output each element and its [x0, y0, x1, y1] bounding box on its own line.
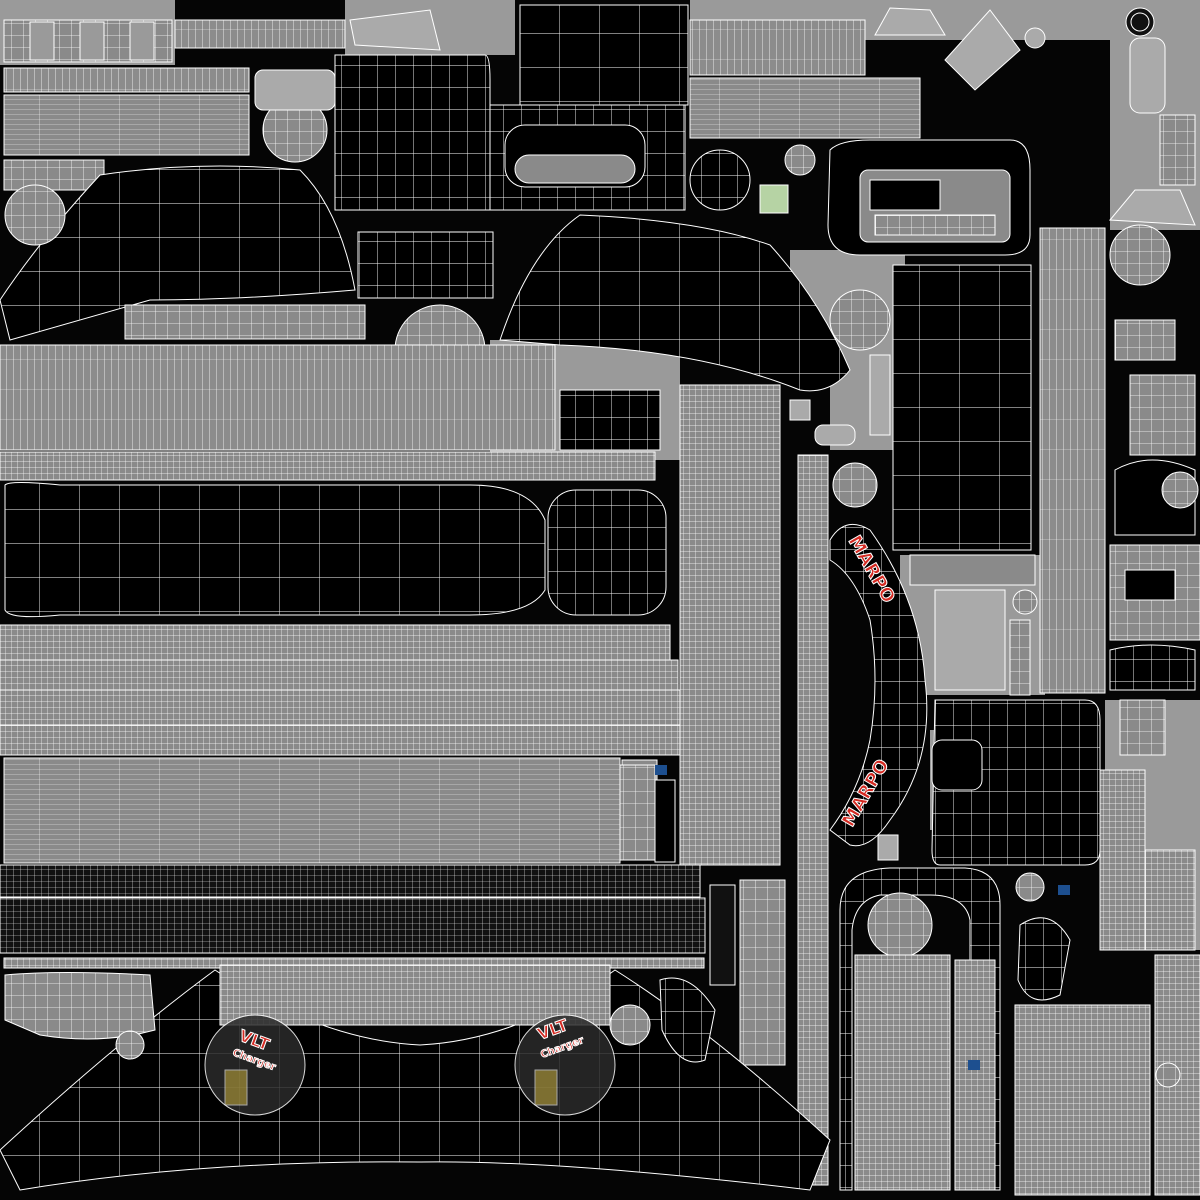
fairing-arch — [839, 867, 1001, 1191]
side-panel-islands — [0, 344, 706, 969]
blue-markers — [655, 765, 1070, 1070]
barcode-strip — [3, 67, 250, 191]
vertical-strip-islands — [679, 384, 829, 1186]
body-wedge-islands — [0, 69, 1171, 396]
small-parts — [559, 354, 1166, 863]
right-column-islands — [832, 227, 1200, 1196]
fender-curve: VLT Charger VLT Charger — [0, 964, 831, 1191]
top-row-islands — [3, 4, 1196, 226]
dark-panels-top — [334, 54, 1031, 256]
decal-right-line1: VLT — [535, 1015, 571, 1043]
